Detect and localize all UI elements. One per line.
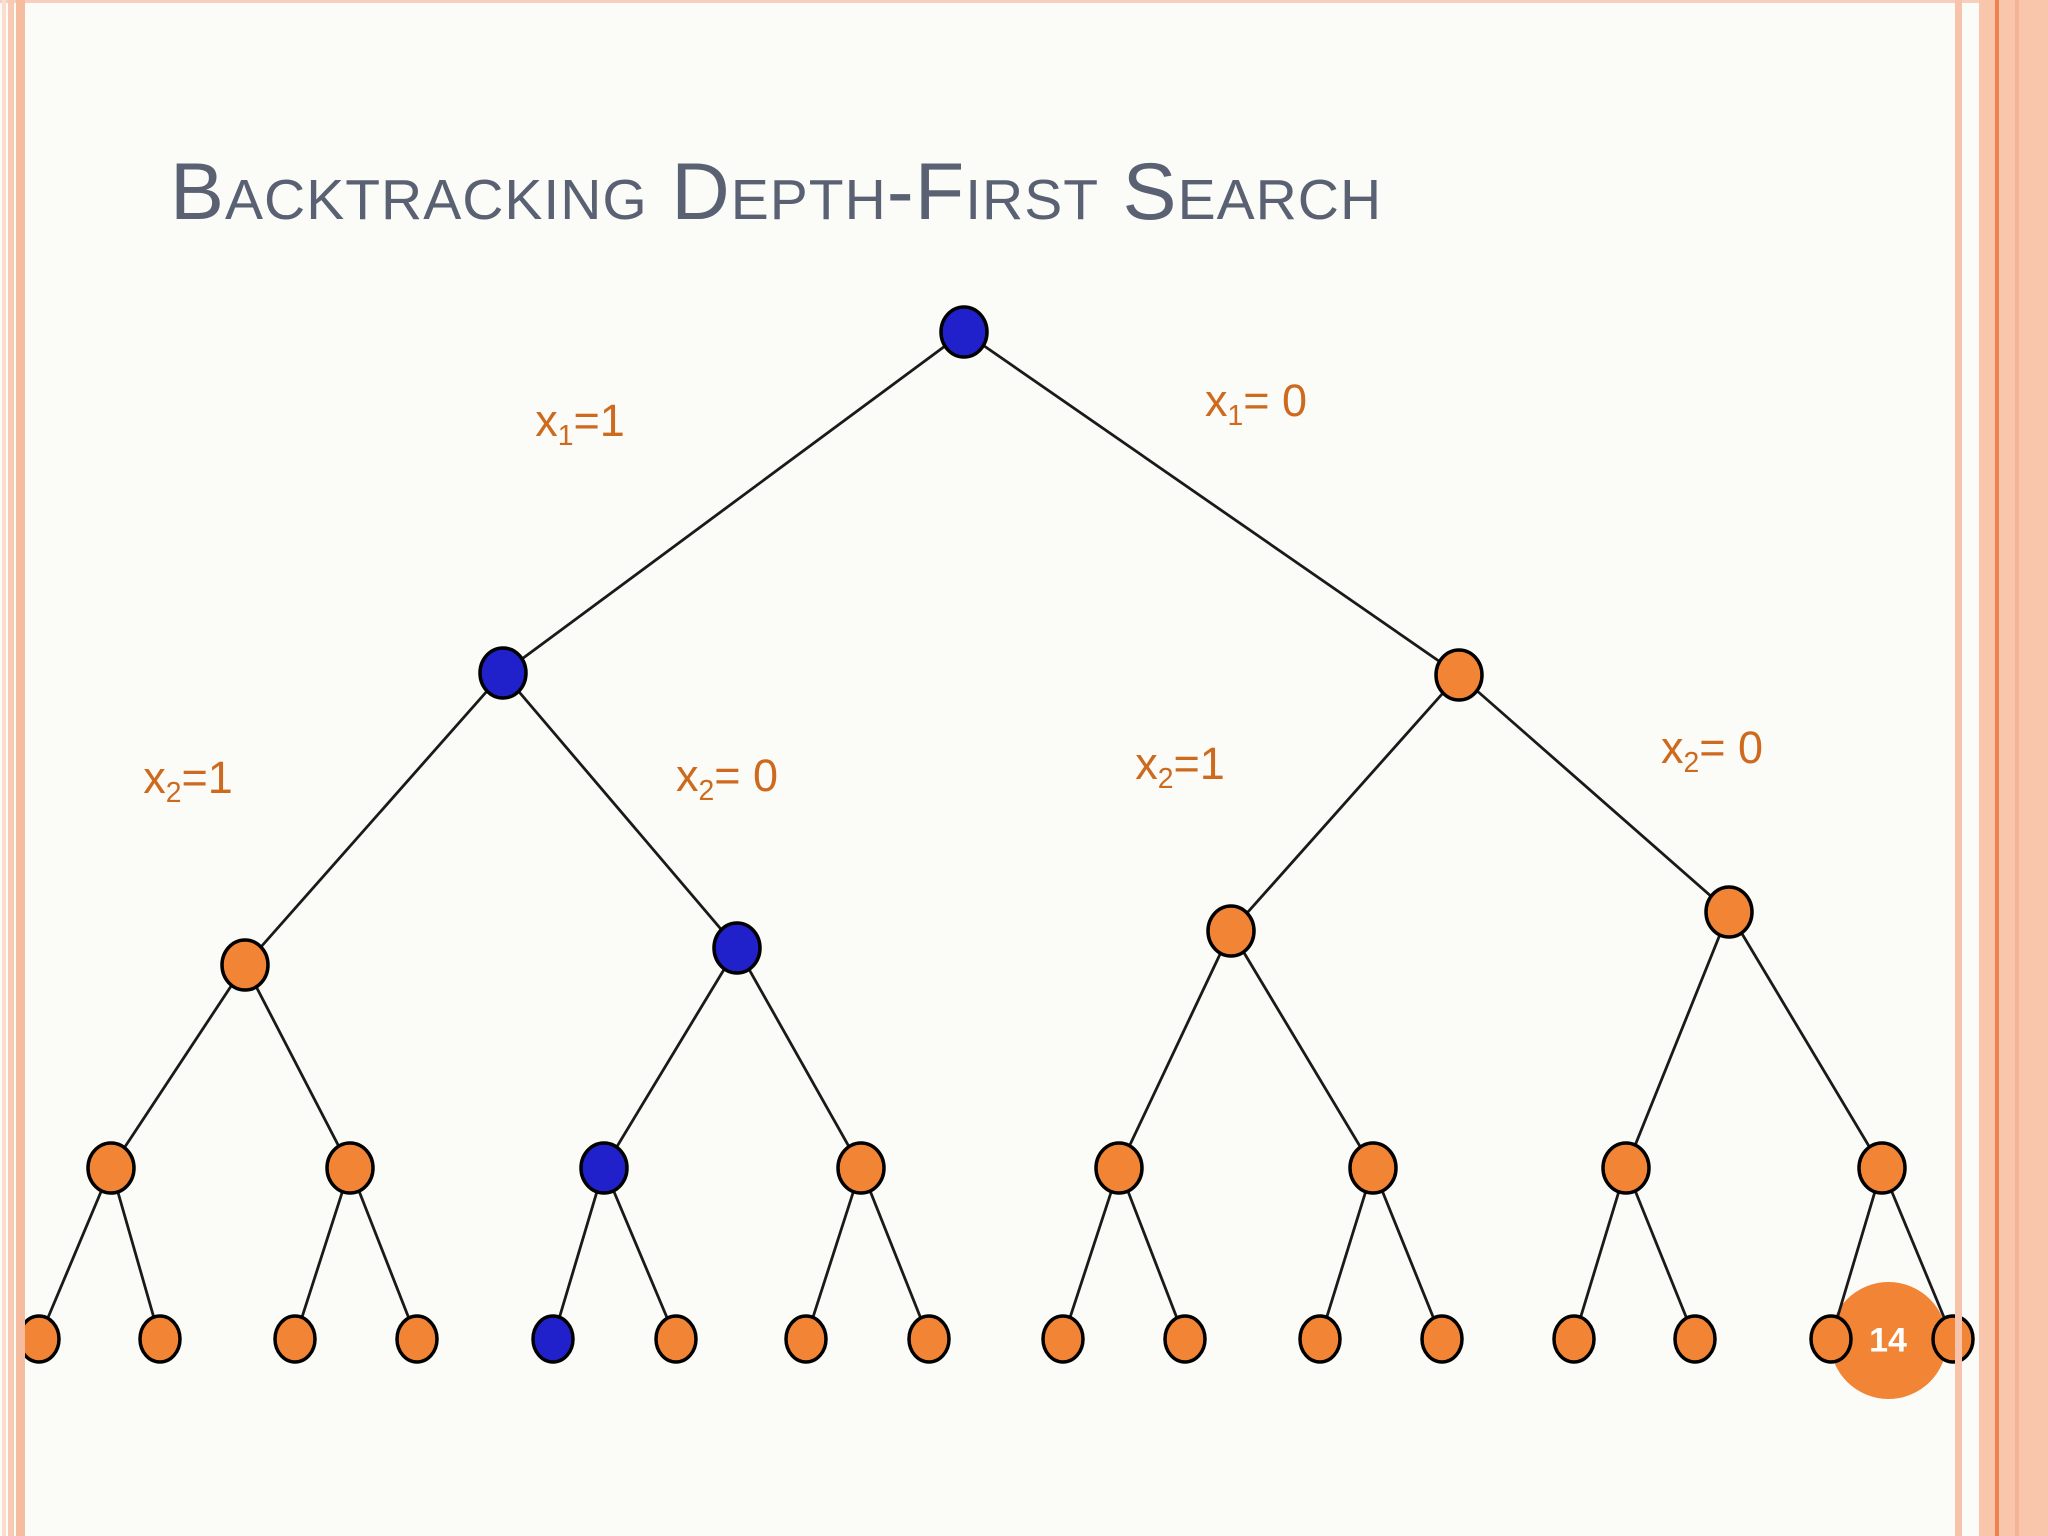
tree-edge-RR-N7 (1624, 911, 1731, 1169)
tree-edge-N4-l7 (804, 1167, 863, 1340)
tree-node-l6 (654, 1314, 698, 1364)
tree-node-l9 (1041, 1314, 1085, 1364)
tree-node-N1 (86, 1141, 136, 1195)
right-border-stripe (2015, 0, 2019, 1536)
tree-edge-N2-l3 (293, 1167, 352, 1340)
tree-node-l16 (1931, 1314, 1975, 1364)
tree-node-LL (220, 938, 270, 992)
tree-edge-N5-l10 (1117, 1167, 1187, 1340)
tree-node-l15 (1809, 1314, 1853, 1364)
edge-label-x1-1: x1=1 (535, 394, 625, 453)
tree-edge-root-R (963, 330, 1460, 677)
tree-edge-LR-N4 (735, 947, 863, 1169)
tree-edge-RL-N5 (1117, 930, 1233, 1169)
tree-edge-LL-N2 (243, 964, 352, 1169)
tree-node-N7 (1601, 1141, 1651, 1195)
tree-edge-N7-l14 (1624, 1167, 1697, 1340)
tree-node-l7 (784, 1314, 828, 1364)
tree-edge-N1-l2 (109, 1167, 162, 1340)
tree-edge-LL-N1 (109, 964, 247, 1169)
left-border-stripe (16, 0, 25, 1536)
right-border-stripe (1955, 0, 1962, 1536)
tree-edge-N6-l11 (1318, 1167, 1375, 1340)
tree-node-root (939, 305, 989, 359)
top-border-line (0, 0, 2048, 3)
tree-edge-L-LR (501, 672, 739, 949)
tree-node-l10 (1163, 1314, 1207, 1364)
tree-edge-N3-l5 (551, 1167, 606, 1340)
left-border-stripe (8, 0, 14, 1536)
left-border-stripe (2, 0, 6, 1536)
tree-edge-R-RR (1458, 673, 1730, 914)
tree-node-l2 (138, 1314, 182, 1364)
edge-label-x2-1-left: x2=1 (143, 751, 233, 810)
page-title: Backtracking Depth-First Search (170, 147, 1383, 237)
tree-edge-LR-N3 (602, 947, 739, 1169)
tree-node-l13 (1552, 1314, 1596, 1364)
edge-label-x1-0: x1= 0 (1204, 374, 1308, 433)
tree-edge-N8-l15 (1829, 1167, 1884, 1340)
tree-edge-root-L (502, 330, 965, 675)
tree-node-N2 (325, 1141, 375, 1195)
right-border-band (1979, 0, 2048, 1536)
tree-edge-N1-l1 (37, 1167, 113, 1340)
edge-label-x2-1-right: x2=1 (1135, 737, 1225, 796)
tree-edge-N7-l13 (1572, 1167, 1628, 1340)
right-border-accent-line (1995, 0, 1999, 1536)
tree-node-N3 (579, 1141, 629, 1195)
tree-node-N8 (1857, 1141, 1907, 1195)
tree-node-N6 (1348, 1141, 1398, 1195)
tree-edge-N6-l12 (1371, 1167, 1444, 1340)
tree-node-N4 (836, 1141, 886, 1195)
tree-node-l3 (273, 1314, 317, 1364)
tree-node-R (1434, 648, 1484, 702)
tree-edge-RR-N8 (1727, 911, 1884, 1169)
tree-edge-N3-l6 (602, 1167, 678, 1340)
tree-edge-N2-l4 (348, 1167, 419, 1340)
tree-node-l4 (395, 1314, 439, 1364)
tree-node-RR (1704, 885, 1754, 939)
tree-edge-RL-N6 (1229, 930, 1375, 1169)
tree-node-l12 (1420, 1314, 1464, 1364)
tree-edge-N5-l9 (1061, 1167, 1121, 1340)
tree-edge-L-LL (243, 672, 505, 966)
tree-node-RL (1206, 904, 1256, 958)
tree-node-l5 (531, 1314, 575, 1364)
edge-label-x2-0-left: x2= 0 (675, 749, 779, 808)
tree-node-N5 (1094, 1141, 1144, 1195)
tree-node-LR (712, 921, 762, 975)
tree-node-l14 (1673, 1314, 1717, 1364)
tree-node-L (478, 646, 528, 700)
tree-node-l1 (17, 1314, 61, 1364)
page-number: 14 (1869, 1321, 1907, 1360)
tree-edge-R-RL (1229, 674, 1461, 932)
tree-node-l11 (1298, 1314, 1342, 1364)
tree-edge-N4-l8 (859, 1167, 931, 1340)
edge-label-x2-0-right: x2= 0 (1660, 721, 1764, 780)
tree-node-l8 (907, 1314, 951, 1364)
tree-edge-N8-l16 (1880, 1167, 1955, 1340)
